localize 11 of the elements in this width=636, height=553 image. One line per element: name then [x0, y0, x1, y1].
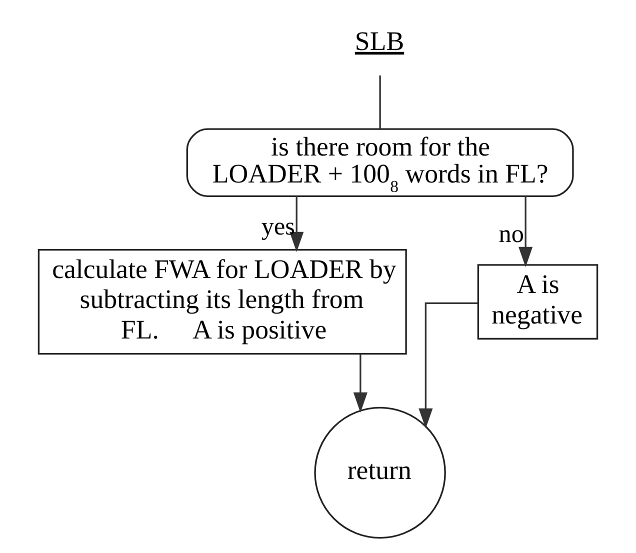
- node-box: calculate FWA for LOADER by subtracting its length from FL. A is positive: [38, 249, 407, 355]
- arrow: [290, 196, 304, 252]
- arrow: [518, 196, 533, 268]
- arrow: [353, 354, 368, 413]
- node-box: is there room for the LOADER + 100$_{8}$ words in FL?: [186, 128, 574, 197]
- edge-label: no: [498, 221, 524, 248]
- edge-label: yes: [261, 214, 295, 241]
- arrow: [418, 302, 478, 428]
- node-box: A is negative: [477, 264, 598, 340]
- connector: [379, 75, 381, 129]
- node-text: SLB: [354, 26, 404, 56]
